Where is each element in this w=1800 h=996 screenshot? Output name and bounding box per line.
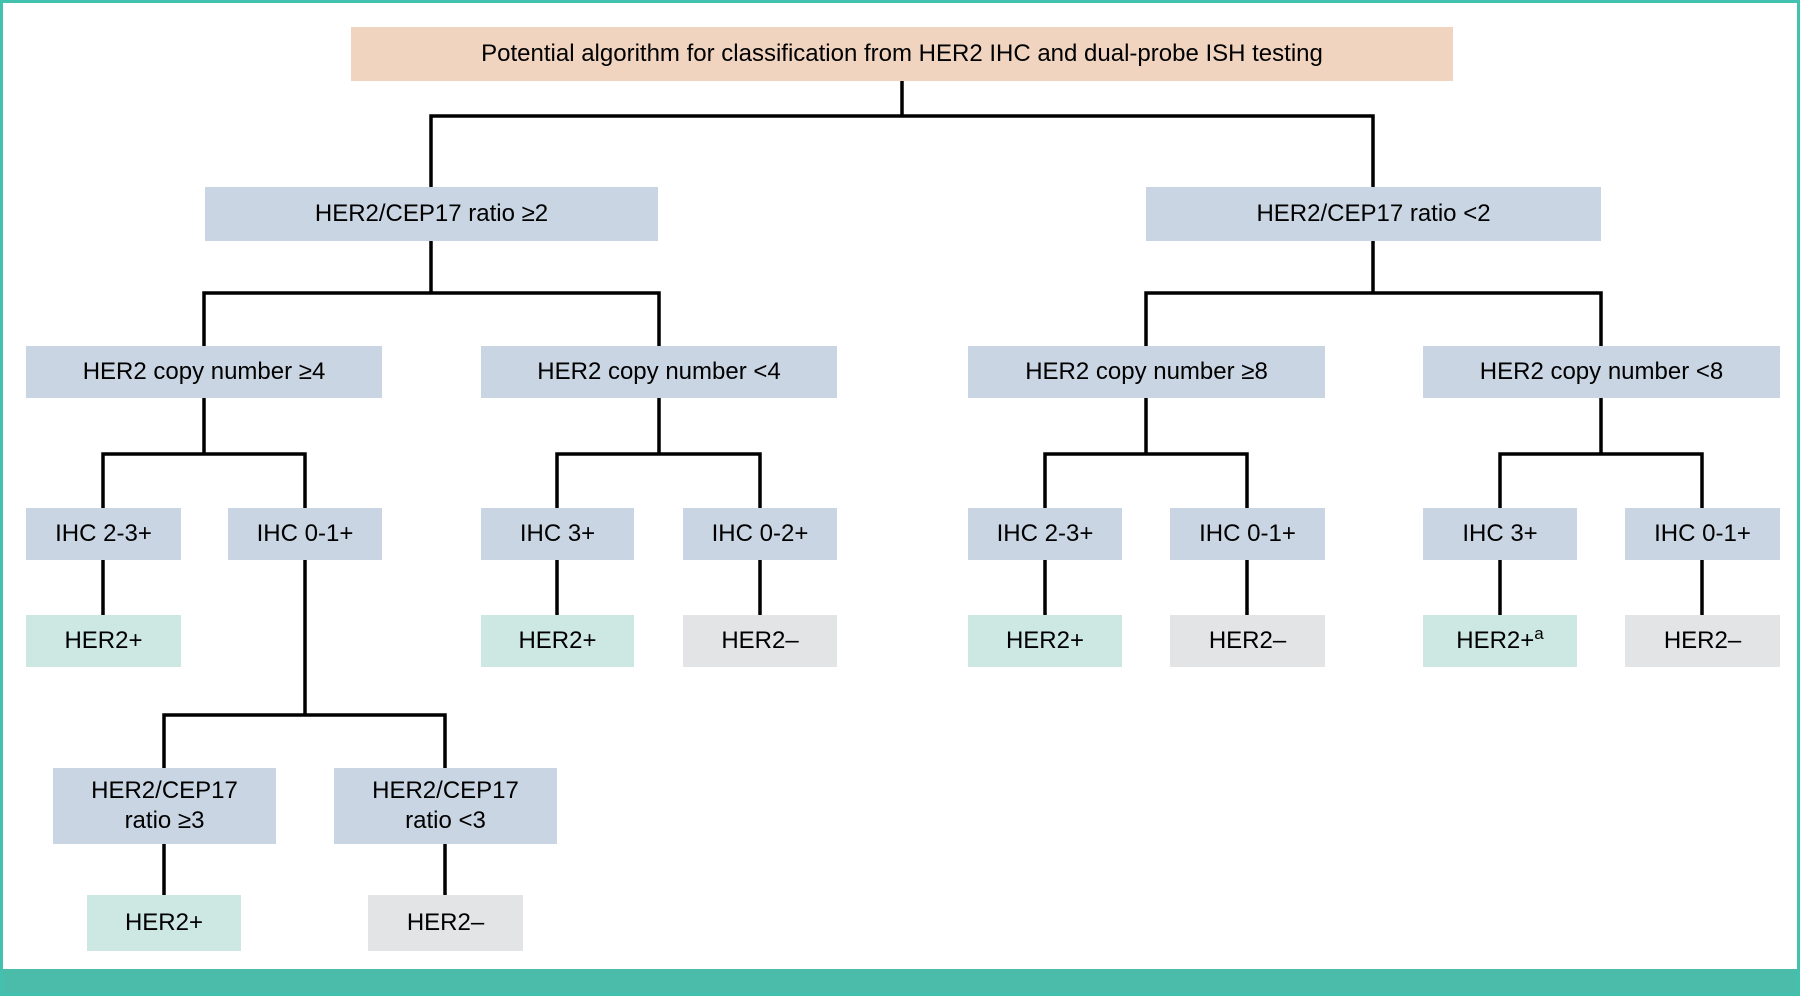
node-label: IHC 0-1+ <box>1654 520 1751 547</box>
node-ihc-0-1-left: IHC 0-1+ <box>228 508 382 560</box>
result-her2-negative-3: HER2– <box>1625 615 1780 667</box>
result-her2-negative-2: HER2– <box>1170 615 1325 667</box>
connector-ihc-to-results <box>101 560 1704 615</box>
result-label: HER2+ <box>1456 627 1535 654</box>
flowchart-title: Potential algorithm for classification f… <box>351 27 1453 81</box>
node-label-line2: ratio ≥3 <box>124 807 205 834</box>
connector-copy-lt4-to-ihc <box>555 398 762 508</box>
connector-ihc01-to-ratio3 <box>162 560 447 768</box>
connector-copy-ge8-to-ihc <box>1043 398 1249 508</box>
node-label: HER2 copy number ≥4 <box>82 358 326 385</box>
footer-accent-bar <box>3 969 1797 993</box>
node-label: HER2 copy number ≥8 <box>1025 358 1268 385</box>
node-ihc-0-1-right: IHC 0-1+ <box>1170 508 1325 560</box>
node-her2-cep17-ratio-lt-3: HER2/CEP17 ratio <3 <box>334 768 557 844</box>
node-ihc-2-3-left: IHC 2-3+ <box>26 508 181 560</box>
result-her2-positive-4: HER2+ <box>87 895 241 951</box>
node-label: IHC 0-1+ <box>256 520 354 547</box>
result-her2-positive-2: HER2+ <box>481 615 634 667</box>
connector-ratio-ge2-to-copy <box>202 241 661 346</box>
connector-lines <box>101 81 1704 895</box>
node-label: HER2/CEP17 ratio ≥2 <box>314 200 549 227</box>
node-label-line1: HER2/CEP17 <box>372 777 519 804</box>
result-label: HER2– <box>1663 627 1742 654</box>
node-label: HER2/CEP17 ratio <2 <box>1256 200 1491 227</box>
node-label: IHC 0-1+ <box>1199 520 1296 547</box>
node-label: IHC 3+ <box>1462 520 1538 547</box>
result-her2-positive-3: HER2+ <box>968 615 1122 667</box>
result-label: HER2– <box>406 909 485 936</box>
connector-copy-ge4-to-ihc <box>101 398 307 508</box>
node-ihc-3-left: IHC 3+ <box>481 508 634 560</box>
node-label: IHC 2-3+ <box>996 520 1094 547</box>
result-her2-negative-1: HER2– <box>683 615 837 667</box>
result-her2-positive-1: HER2+ <box>26 615 181 667</box>
result-label: HER2+ <box>124 909 204 936</box>
node-label: IHC 2-3+ <box>55 520 152 547</box>
result-label: HER2+ <box>1005 627 1085 654</box>
result-label: HER2– <box>1208 627 1287 654</box>
node-ihc-0-1-far-right: IHC 0-1+ <box>1625 508 1780 560</box>
connector-copy-lt8-to-ihc <box>1498 398 1704 508</box>
node-her2-copy-number-ge-8: HER2 copy number ≥8 <box>968 346 1325 398</box>
node-her2-cep17-ratio-lt-2: HER2/CEP17 ratio <2 <box>1146 187 1601 241</box>
node-ihc-2-3-right: IHC 2-3+ <box>968 508 1122 560</box>
node-her2-cep17-ratio-ge-2: HER2/CEP17 ratio ≥2 <box>205 187 658 241</box>
node-her2-cep17-ratio-ge-3: HER2/CEP17 ratio ≥3 <box>53 768 276 844</box>
node-label: IHC 0-2+ <box>711 520 809 547</box>
flowchart-title-text: Potential algorithm for classification f… <box>481 40 1323 67</box>
result-her2-positive-footnote: HER2+a <box>1423 615 1577 667</box>
result-label: HER2+ <box>518 627 597 654</box>
node-label: HER2 copy number <8 <box>1479 358 1724 385</box>
connector-ratio-lt2-to-copy <box>1144 241 1603 346</box>
node-label: HER2 copy number <4 <box>537 358 781 385</box>
result-her2-negative-4: HER2– <box>368 895 523 951</box>
connector-ratio3-to-results <box>162 844 447 895</box>
result-label: HER2+ <box>64 627 143 654</box>
node-her2-copy-number-ge-4: HER2 copy number ≥4 <box>26 346 382 398</box>
node-ihc-0-2: IHC 0-2+ <box>683 508 837 560</box>
node-label: IHC 3+ <box>519 520 596 547</box>
node-her2-copy-number-lt-8: HER2 copy number <8 <box>1423 346 1780 398</box>
result-label: HER2– <box>721 627 799 654</box>
node-her2-copy-number-lt-4: HER2 copy number <4 <box>481 346 837 398</box>
node-label-line1: HER2/CEP17 <box>91 777 238 804</box>
node-label-line2: ratio <3 <box>405 807 486 834</box>
connector-title-to-ratio <box>429 81 1375 187</box>
node-ihc-3-right: IHC 3+ <box>1423 508 1577 560</box>
